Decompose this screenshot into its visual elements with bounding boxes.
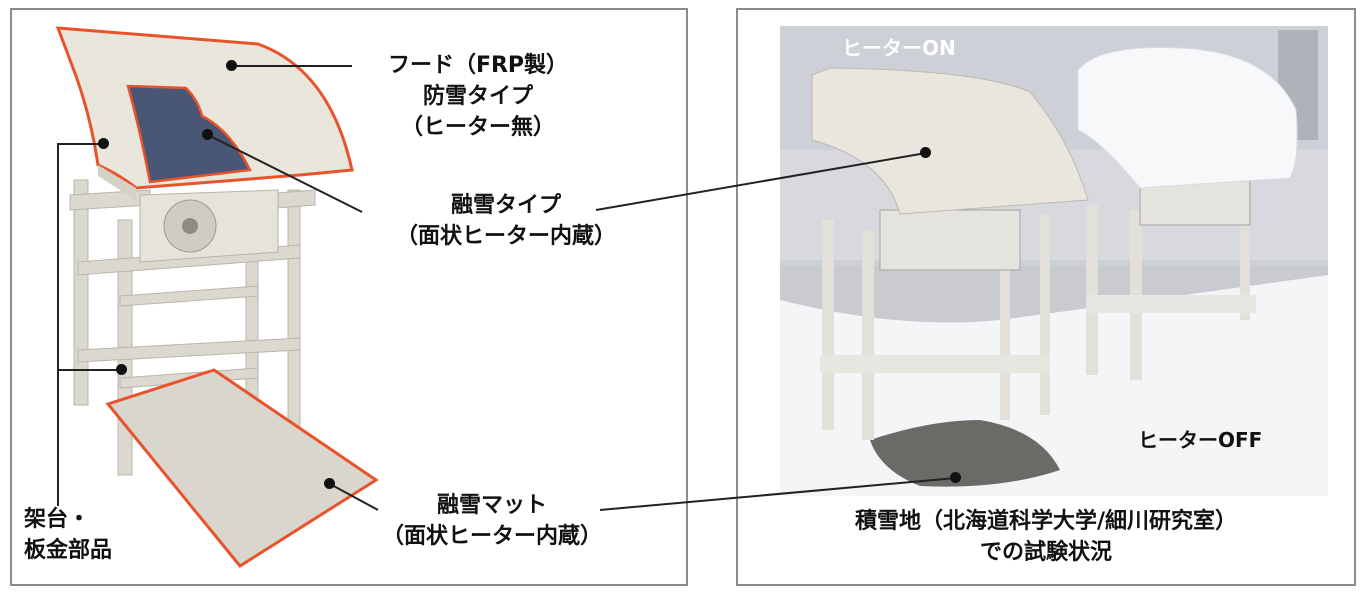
hood-label: フード（FRP製） 防雪タイプ （ヒーター無） — [387, 53, 569, 140]
leader-lines-left — [57, 65, 379, 511]
stand-marker-dot-top — [98, 138, 109, 149]
heater-off-label: ヒーターOFF — [1138, 428, 1263, 452]
stand-frame — [69, 179, 316, 476]
snow-melt-mat — [105, 368, 379, 568]
leader-lines-right — [595, 152, 957, 511]
photo-caption: 積雪地（北海道科学大学/細川研究室） での試験状況 — [854, 509, 1238, 565]
unit-heater-on — [811, 67, 1089, 440]
melt-type-label: 融雪タイプ （面状ヒーター内蔵） — [395, 193, 616, 249]
photo-hood-marker-dot — [920, 147, 931, 158]
field-photo — [780, 26, 1328, 496]
hood-marker-dot — [226, 60, 237, 71]
ac-unit — [139, 189, 279, 263]
mat-marker-dot — [324, 478, 335, 489]
heater-on-label: ヒーターON — [842, 36, 956, 60]
melt-panel-marker-dot — [202, 129, 213, 140]
stand-marker-dot-bottom — [116, 364, 127, 375]
hood — [55, 26, 354, 200]
stand-label: 架台・ 板金部品 — [24, 507, 113, 563]
unit-heater-off — [1077, 47, 1298, 380]
product-illustration — [40, 20, 380, 580]
photo-mat-marker-dot — [950, 472, 961, 483]
mat-label: 融雪マット （面状ヒーター内蔵） — [381, 493, 602, 549]
